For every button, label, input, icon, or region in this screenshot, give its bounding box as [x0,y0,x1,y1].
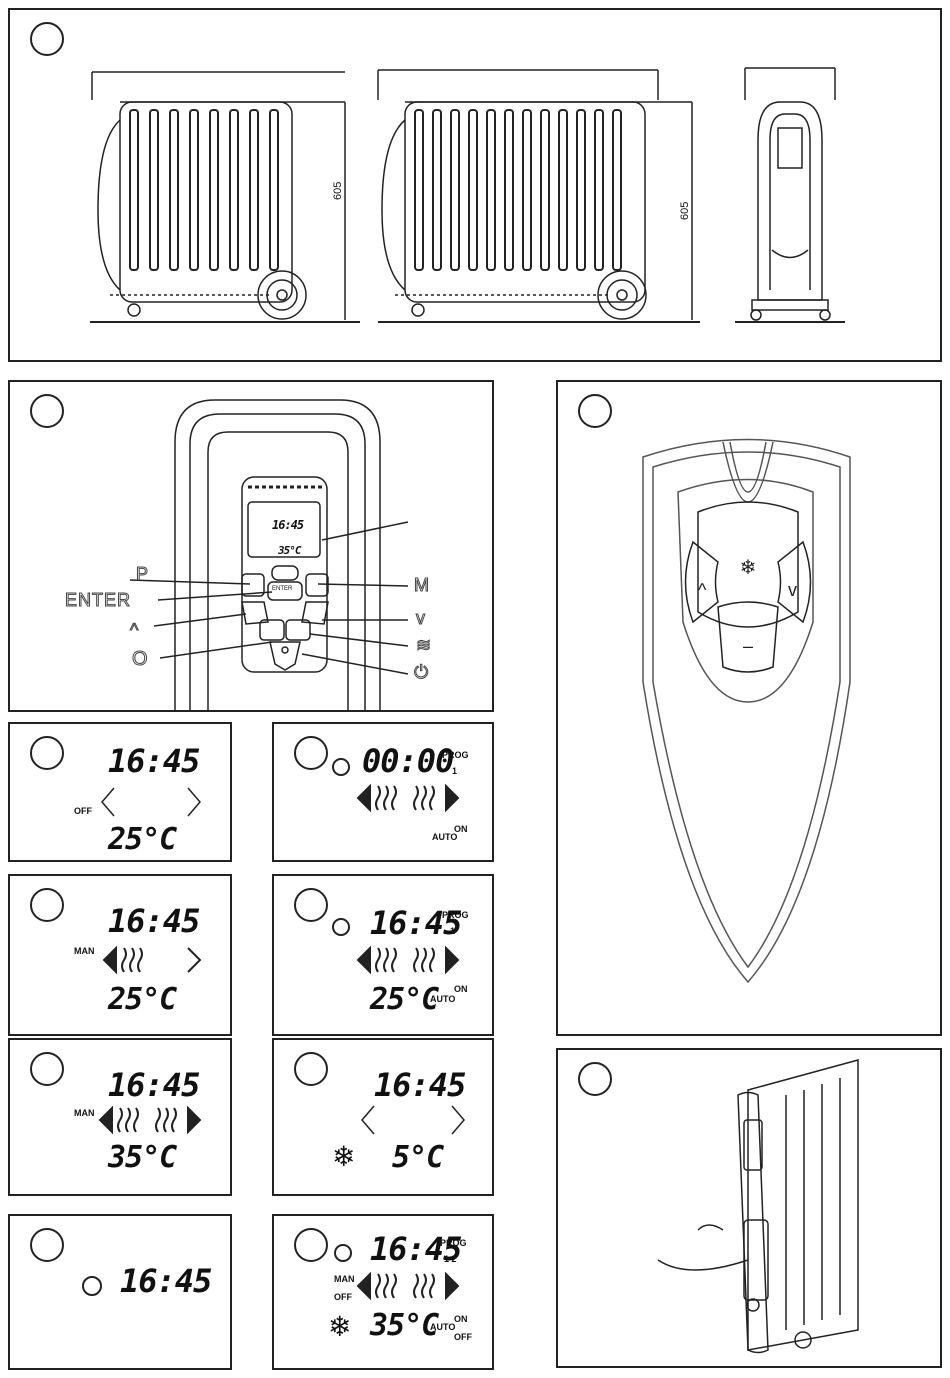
lcd-time: 16:45 [120,1262,211,1300]
label-power-icon: ⏻ [414,662,429,683]
on-label: ON [454,1314,468,1324]
off-label-2: OFF [454,1332,472,1342]
chevron-down-icon: v [788,580,797,600]
chevron-up-icon: ^ [698,580,707,600]
snowflake-icon: ❄ [740,557,757,579]
screen-prog-setup: 00:00 PROG 1 ON AUTO [272,722,494,862]
dimension-label-right: 605 [679,202,691,220]
snowflake-icon: ❄ [332,1140,355,1173]
dimension-label-left: 605 [332,182,344,200]
snowflake-icon: ❄ [328,1310,351,1343]
minus-icon: – [743,636,753,656]
lcd-temp: 25°C [108,982,176,1017]
arrow-icons [274,1040,494,1196]
label-power-circle: O [132,648,149,671]
remote-drawing: ❄ ^ v – [558,382,942,1036]
figure-remote: ❄ ^ v – [556,380,942,1036]
screen-all-segments: 16:45 PROG 1 2 MAN OFF ❄ 35°C ON AUTO OF… [272,1214,494,1370]
lcd-temp: 25°C [370,982,438,1017]
label-heat-icon: ≋ [416,635,432,656]
label-m: M [414,575,430,596]
label-p: P [136,564,149,585]
auto-label: AUTO [430,994,455,1004]
screen-frost: 16:45 ❄ 5°C [272,1038,494,1196]
lcd-temp: 35°C [370,1308,438,1343]
figure-control-panel: 16:45 35°C ENTER P ENTER ^ O M v ≋ ⏻ [8,380,494,712]
figure-heater-cord [556,1048,942,1368]
auto-label: AUTO [430,1322,455,1332]
lcd-temp: 25°C [108,822,176,857]
label-up-arrow: ^ [130,620,139,641]
label-enter: ENTER [65,590,131,611]
lcd-temp: 5°C [392,1140,443,1175]
heat-level-icons [274,1216,494,1370]
figure-dimensions: 605 605 [8,8,942,362]
enter-button[interactable]: ENTER [272,586,292,592]
screen-clock: 16:45 [8,1214,232,1370]
screen-manual-25: 16:45 MAN 25°C [8,874,232,1036]
auto-label: AUTO [432,832,457,842]
heat-level-icons [274,724,494,862]
screen-off: 16:45 OFF 25°C [8,722,232,862]
label-down-arrow: v [416,608,426,629]
heater-cord-drawing [558,1050,942,1368]
screen-prog-25: 16:45 PROG 1 25°C ON AUTO [272,874,494,1036]
figure-number-circle [30,1228,64,1262]
screen-manual-35: 16:45 MAN 35°C [8,1038,232,1196]
on-label: ON [454,984,468,994]
clock-icon [82,1276,102,1296]
heater-dimension-drawings [10,10,942,362]
lcd-temp: 35°C [278,544,301,557]
lcd-time: 16:45 [272,518,303,532]
lcd-temp: 35°C [108,1140,176,1175]
